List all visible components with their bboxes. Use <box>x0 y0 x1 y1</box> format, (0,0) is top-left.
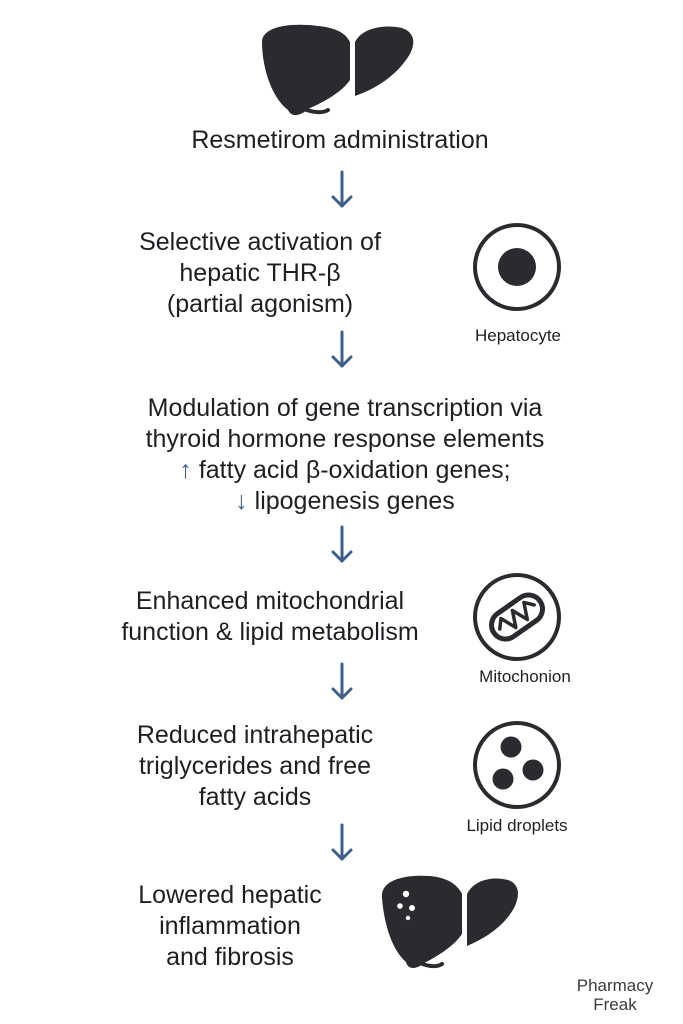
step-resmetirom-administration: Resmetirom administration <box>120 125 560 156</box>
down-arrow-icon <box>331 662 353 700</box>
mitochondrion-icon <box>473 573 561 661</box>
up-arrow-icon: ↑ <box>179 456 192 484</box>
step-text: and fibrosis <box>166 943 294 971</box>
down-arrow-icon <box>331 823 353 861</box>
step-text: thyroid hormone response elements <box>145 425 545 453</box>
step-modulation-gene-transcription: Modulation of gene transcription via thy… <box>80 393 610 517</box>
down-arrow-icon <box>331 170 353 208</box>
down-arrow-icon <box>331 330 353 368</box>
step-text: fatty acids <box>198 783 312 811</box>
step-text-up: ↑ fatty acid β-oxidation genes; <box>179 456 511 484</box>
down-arrow-icon: ↓ <box>235 487 248 515</box>
step-text-down: ↓ lipogenesis genes <box>235 487 455 515</box>
step-text: function & lipid metabolism <box>121 618 419 646</box>
liver-icon <box>262 24 414 116</box>
brand-line: Freak <box>593 995 637 1014</box>
mitochondrion-caption: Mitochonion <box>479 667 571 686</box>
step-text: (partial agonism) <box>166 290 354 318</box>
step-text: triglycerides and free <box>138 752 372 780</box>
step-enhanced-mitochondrial-function: Enhanced mitochondrial function & lipid … <box>80 586 460 648</box>
step-text: Lowered hepatic <box>138 881 322 909</box>
brand-line: Pharmacy <box>576 976 654 995</box>
step-text: Enhanced mitochondrial <box>135 587 405 615</box>
brand-watermark: Pharmacy Freak <box>560 976 670 1014</box>
step-reduced-intrahepatic-triglycerides: Reduced intrahepatic triglycerides and f… <box>95 720 415 813</box>
down-arrow-icon <box>331 525 353 563</box>
cell-icon <box>473 223 561 311</box>
step-text: Modulation of gene transcription via <box>147 394 543 422</box>
liver-icon <box>381 875 518 969</box>
step-text: inflammation <box>159 912 301 940</box>
step-selective-activation: Selective activation of hepatic THR-β (p… <box>90 227 430 320</box>
step-lowered-hepatic-inflammation: Lowered hepatic inflammation and fibrosi… <box>100 880 360 973</box>
step-text: Selective activation of <box>139 228 381 256</box>
hepatocyte-caption: Hepatocyte <box>475 326 561 345</box>
lipid-droplets-caption: Lipid droplets <box>466 816 568 835</box>
step-text: Reduced intrahepatic <box>136 721 374 749</box>
lipid-droplets-icon <box>473 721 561 809</box>
step-text: hepatic THR-β <box>179 259 341 287</box>
step-text: Resmetirom administration <box>191 126 489 154</box>
